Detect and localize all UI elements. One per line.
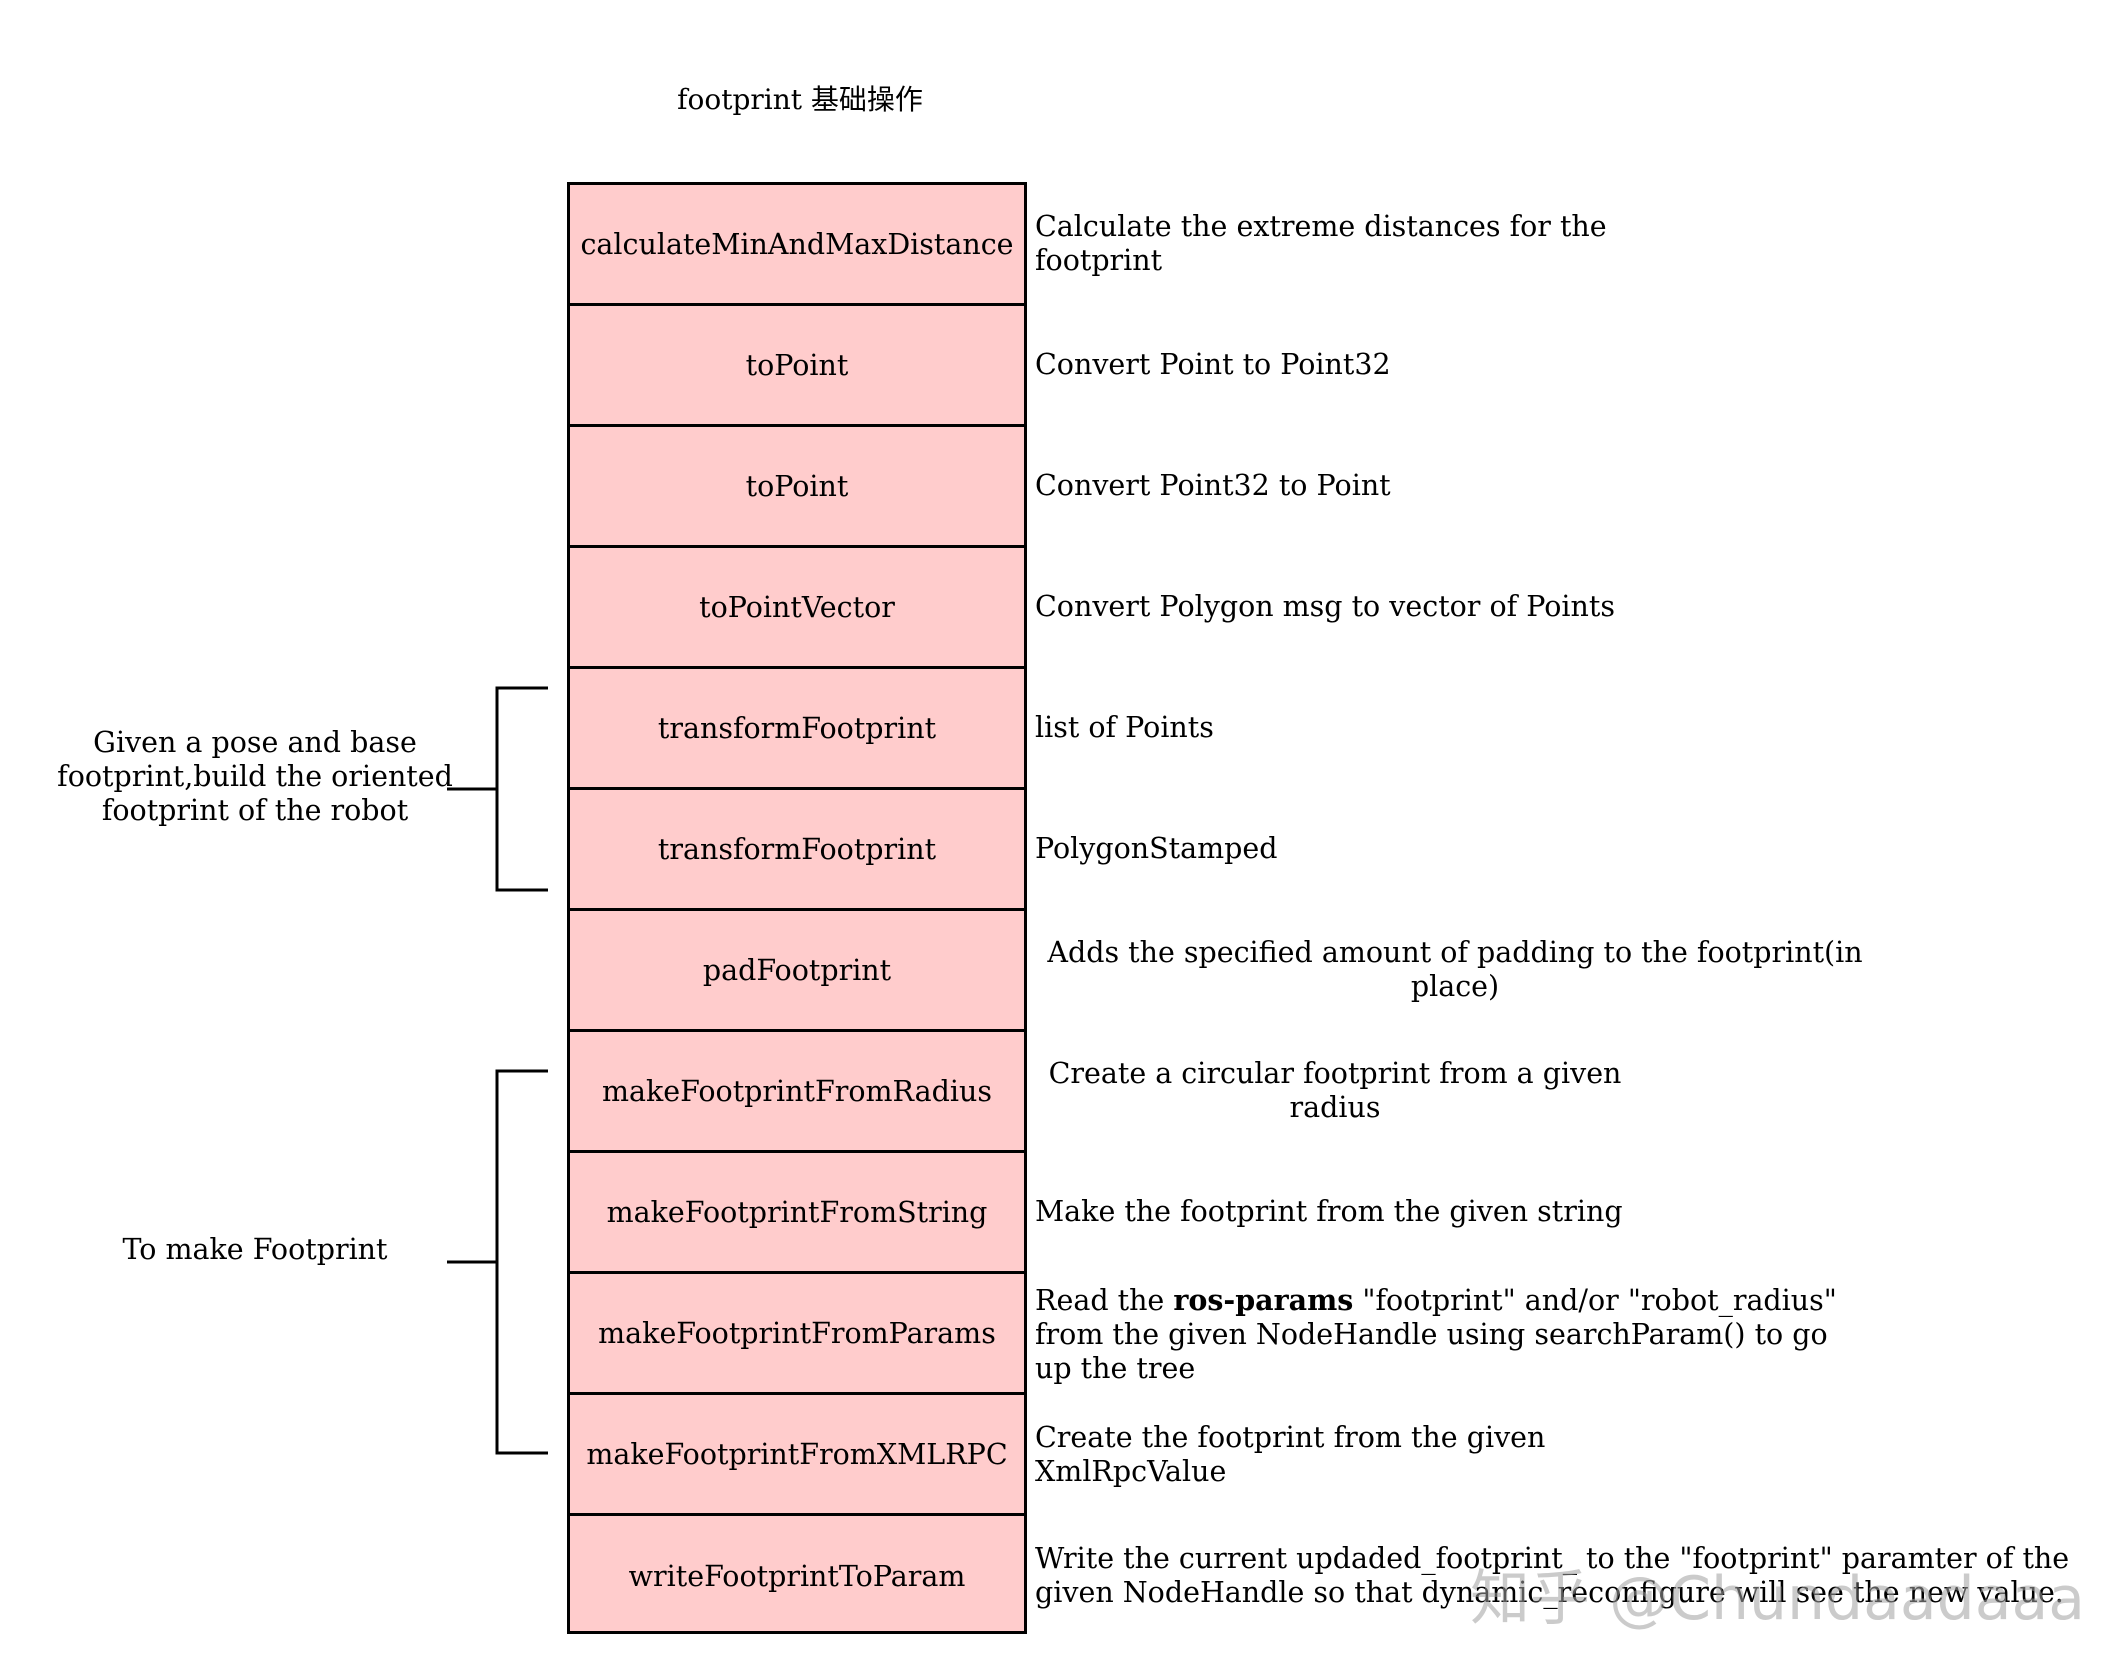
function-box: toPoint: [570, 306, 1024, 427]
function-box: transformFootprint: [570, 669, 1024, 790]
function-description: PolygonStamped: [1035, 832, 1278, 865]
bracket-make: [447, 1069, 548, 1455]
function-description: Create a circular footprint from a given…: [1048, 1057, 1622, 1124]
function-box: makeFootprintFromParams: [570, 1274, 1024, 1395]
function-description: list of Points: [1035, 711, 1214, 744]
function-box: calculateMinAndMaxDistance: [570, 185, 1024, 306]
function-box: makeFootprintFromRadius: [570, 1032, 1024, 1153]
function-description: Write the current updaded_footprint_ to …: [1035, 1542, 2070, 1609]
desc-bold-text: ros-params: [1173, 1283, 1354, 1317]
group-label-transform: Given a pose and base footprint,build th…: [57, 726, 453, 827]
function-box: padFootprint: [570, 911, 1024, 1032]
function-description: Convert Polygon msg to vector of Points: [1035, 590, 1615, 623]
function-description: Calculate the extreme distances for the …: [1035, 210, 1607, 277]
desc-text: Read the: [1035, 1284, 1174, 1317]
function-box: toPointVector: [570, 548, 1024, 669]
function-box-stack: calculateMinAndMaxDistance toPoint toPoi…: [567, 182, 1027, 1634]
function-description: Read the ros-params "footprint" and/or "…: [1035, 1283, 1837, 1386]
function-box: makeFootprintFromXMLRPC: [570, 1395, 1024, 1516]
function-box: makeFootprintFromString: [570, 1153, 1024, 1274]
watermark: 知乎 @Chundaadaaa: [1470, 1564, 2086, 1634]
function-description: Make the footprint from the given string: [1035, 1195, 1623, 1228]
bracket-transform: [447, 686, 548, 892]
group-label-make: To make Footprint: [122, 1233, 388, 1266]
function-box: toPoint: [570, 427, 1024, 548]
function-description: Convert Point32 to Point: [1035, 469, 1391, 502]
function-box: transformFootprint: [570, 790, 1024, 911]
function-description: Create the footprint from the given XmlR…: [1035, 1421, 1546, 1488]
function-description: Adds the specified amount of padding to …: [1047, 936, 1863, 1003]
diagram-title: footprint 基础操作: [677, 83, 923, 116]
desc-text: "footprint" and/or "robot_radius" from t…: [1035, 1284, 1837, 1385]
function-box: writeFootprintToParam: [628, 1560, 966, 1593]
function-description: Convert Point to Point32: [1035, 348, 1391, 381]
